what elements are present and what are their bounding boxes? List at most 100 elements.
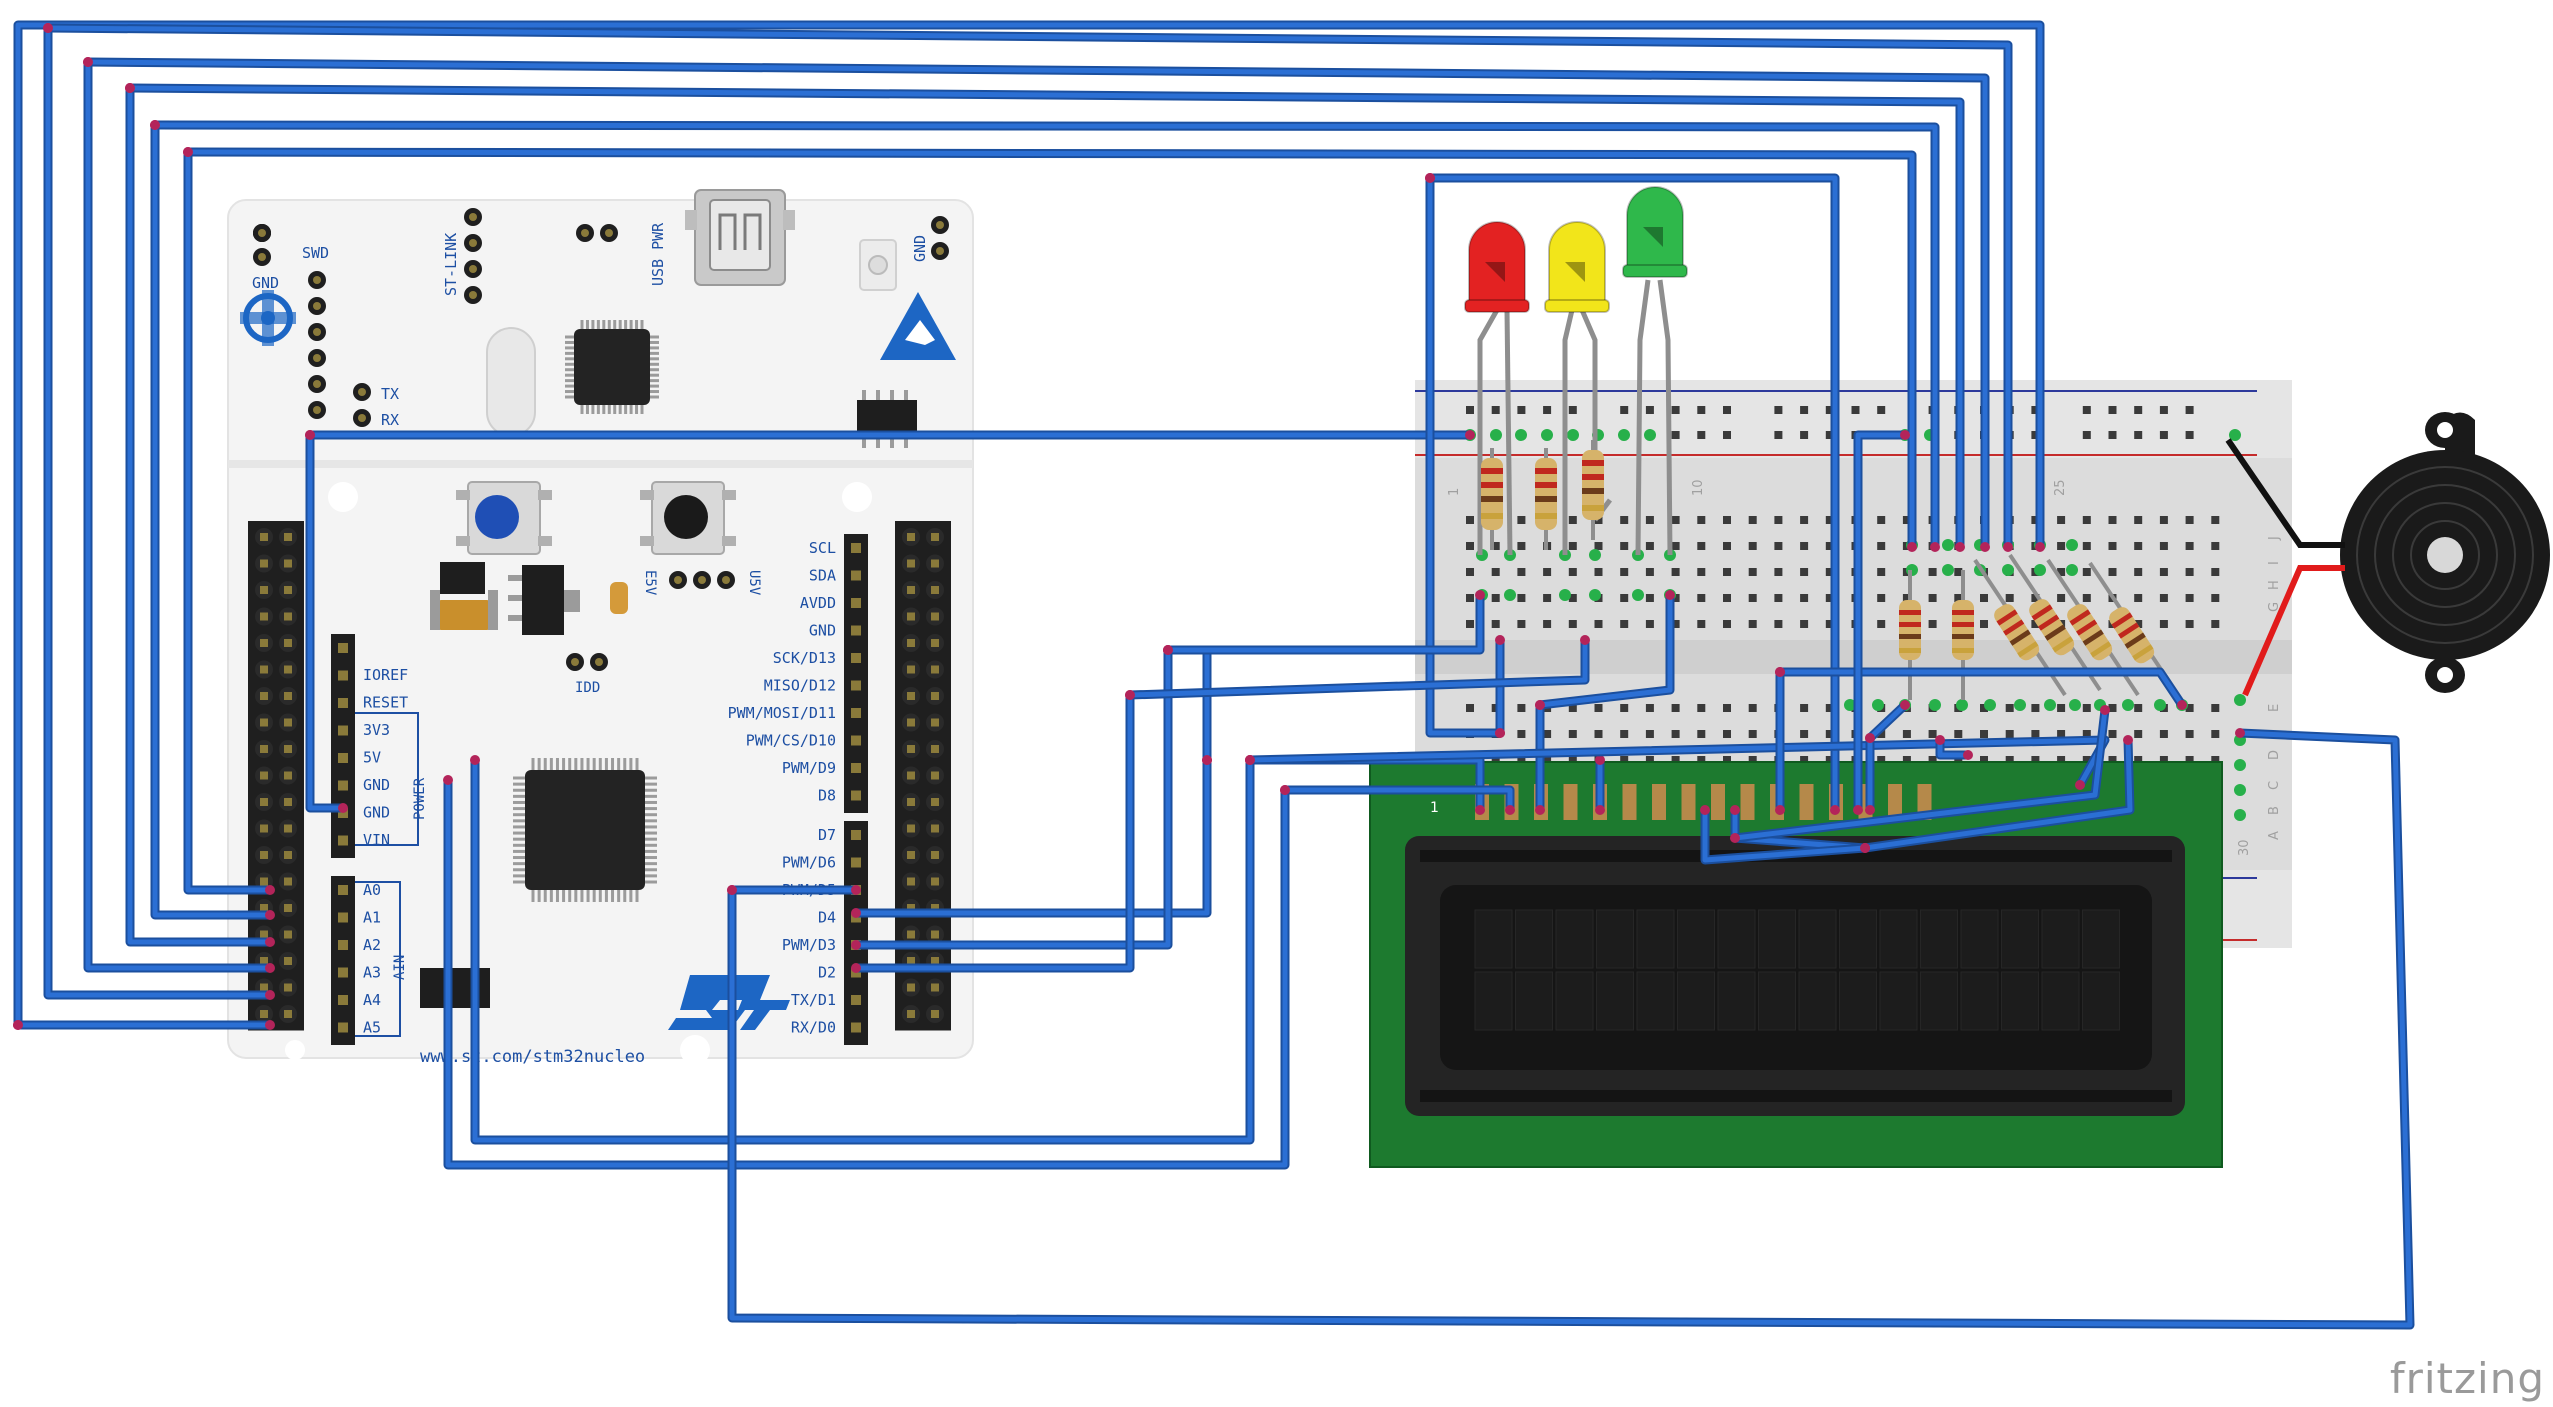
resistor-band <box>1481 513 1503 519</box>
reset-button[interactable] <box>640 481 736 555</box>
bb-hole <box>1671 406 1680 414</box>
header-pin-pad <box>284 1010 292 1018</box>
bb-hole <box>1645 542 1654 550</box>
bb-connection-dot <box>2234 694 2246 706</box>
pin-label: GND <box>809 622 836 640</box>
digital-header-upper <box>844 534 868 813</box>
header-pin-pad <box>931 745 939 753</box>
chip-pin <box>645 831 657 835</box>
bb-hole <box>1774 542 1783 550</box>
wire-end <box>2075 780 2085 790</box>
header-pin-pad <box>260 745 268 753</box>
pin-label: D8 <box>818 787 836 805</box>
wire <box>152 122 273 918</box>
lcd-char-cell <box>1879 971 1918 1031</box>
chip-pin <box>513 874 525 878</box>
bb-connection-dot <box>2234 809 2246 821</box>
txrx-header <box>353 383 371 427</box>
pin-label: SCL <box>809 539 836 557</box>
bb-hole <box>1543 568 1552 576</box>
header-pin-pad <box>284 957 292 965</box>
bb-hole <box>1517 594 1526 602</box>
usb-pwr-header <box>576 224 618 242</box>
lcd-pin <box>1711 784 1725 820</box>
chip-pin <box>617 890 621 902</box>
resistor-band <box>1952 634 1974 639</box>
bb-connection-dot <box>1589 589 1601 601</box>
chip-pin <box>543 890 547 902</box>
header-pin-pad <box>260 533 268 541</box>
bb-hole <box>2185 620 2194 628</box>
chip-pin <box>629 320 633 329</box>
wire-end <box>1202 755 1212 765</box>
lcd-char-cell <box>1717 909 1756 969</box>
wire-end <box>851 885 861 895</box>
wire-end <box>43 23 53 33</box>
chip-pin <box>513 800 525 804</box>
usb-pwr-label: USB PWR <box>649 222 667 286</box>
bb-hole <box>1825 568 1834 576</box>
resistor <box>2067 604 2113 661</box>
bb-hole <box>1774 568 1783 576</box>
header-pin <box>338 753 348 763</box>
bb-hole <box>2211 620 2220 628</box>
header-pin-pad <box>931 798 939 806</box>
bb-hole <box>1902 594 1911 602</box>
bb-hole <box>1800 756 1809 764</box>
bb-hole <box>2082 516 2091 524</box>
bb-hole <box>2134 406 2143 414</box>
bb-connection-dot <box>1515 429 1527 441</box>
bb-hole <box>2185 730 2194 738</box>
bb-hole <box>2031 406 2040 414</box>
header-pin <box>338 967 348 978</box>
header-pin-pad <box>931 639 939 647</box>
bb-hole <box>1645 406 1654 414</box>
bb-hole <box>1723 756 1731 764</box>
header-pin <box>851 625 861 636</box>
bb-hole <box>2031 704 2040 712</box>
bb-hole <box>1620 704 1629 712</box>
chip-pin <box>574 890 578 902</box>
bb-hole <box>2185 516 2194 524</box>
bb-hole <box>1825 730 1834 738</box>
gnd-right-label: GND <box>911 235 929 262</box>
header-pin-pad <box>936 247 944 255</box>
mounting-hole <box>328 482 358 512</box>
bb-hole <box>1466 542 1474 550</box>
chip-pin <box>645 825 657 829</box>
header-pin-pad <box>931 930 939 939</box>
header-body <box>331 634 355 858</box>
header-pin-pad <box>907 745 915 753</box>
chip-pin <box>513 825 525 829</box>
mounting-hole <box>680 1035 710 1065</box>
chip-pin <box>565 373 574 377</box>
bb-hole <box>2031 516 2040 524</box>
wire-end <box>1125 690 1135 700</box>
wire <box>45 25 2011 550</box>
bb-connection-dot <box>1984 699 1996 711</box>
bb-hole <box>1723 730 1731 738</box>
header-pin-pad <box>260 718 268 727</box>
user-button[interactable] <box>456 481 552 555</box>
wire-end <box>1245 755 1255 765</box>
bb-hole <box>1902 516 1911 524</box>
bb-hole <box>1620 594 1629 602</box>
wire-end <box>265 885 275 895</box>
main-mcu-chip <box>513 758 657 902</box>
lcd-char-cell <box>1677 971 1715 1031</box>
bb-hole <box>1800 516 1809 524</box>
header-pin-pad <box>284 745 292 753</box>
bb-hole <box>2057 516 2066 524</box>
rx-label: RX <box>381 411 399 429</box>
st-link-label: ST-LINK <box>442 233 460 296</box>
bb-hole <box>1723 406 1731 414</box>
bb-hole <box>1748 756 1757 764</box>
bb-hole <box>1645 516 1654 524</box>
header-pin-pad <box>284 983 292 992</box>
bb-hole <box>1517 756 1526 764</box>
header-pin <box>851 995 861 1005</box>
header-pin <box>851 790 861 801</box>
chip-pin <box>635 890 639 902</box>
bb-hole <box>2108 406 2117 414</box>
header-pin <box>338 835 348 846</box>
